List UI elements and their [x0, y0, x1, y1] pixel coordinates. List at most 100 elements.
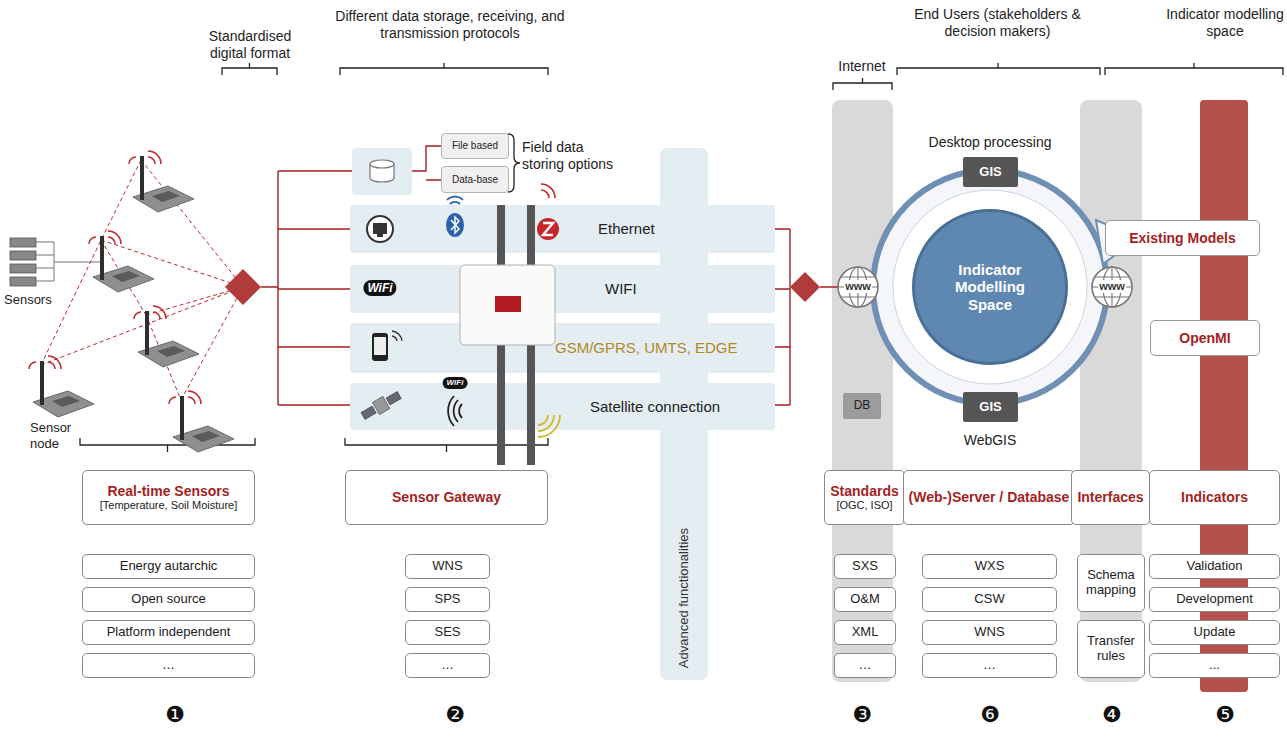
- feature-box: Platform independent: [82, 620, 255, 645]
- column-header: Interfaces: [1071, 470, 1150, 525]
- feature-box: SES: [405, 620, 490, 645]
- wifi-logo: WiFi: [363, 280, 396, 296]
- interfaces-column: [1080, 100, 1142, 682]
- protocol-band: [350, 383, 775, 430]
- storage-option: File based: [441, 133, 509, 159]
- node-text: Data-base: [452, 174, 498, 186]
- node-text: …: [441, 658, 454, 673]
- node-text: O&M: [850, 592, 880, 607]
- column-header: Standards[OGC, ISO]: [824, 470, 905, 525]
- storage-panel: [352, 148, 412, 195]
- node-text: WXS: [975, 559, 1005, 574]
- node-text: Open source: [131, 592, 205, 607]
- zigbee-icon: [537, 184, 559, 240]
- ethernet-icon: [367, 216, 393, 242]
- junction-diamond: [790, 272, 820, 302]
- node-text: Advanced functionalities: [677, 528, 692, 668]
- modelling-ring: [870, 167, 1110, 407]
- header-label: End Users (stakeholders & decision maker…: [895, 6, 1100, 40]
- sensor-node: [29, 356, 94, 417]
- bluetooth-icon: [446, 197, 464, 237]
- globe-icon: [1092, 267, 1132, 307]
- feature-box: SXS: [834, 554, 896, 579]
- node-text: Sensor Gateway: [392, 489, 501, 505]
- feature-box: Open source: [82, 587, 255, 612]
- junction-diamond: [225, 269, 261, 305]
- protocol-band: Satellite connection: [350, 383, 775, 430]
- feature-box: Development: [1149, 587, 1280, 612]
- header-label: Different data storage, receiving, and t…: [295, 8, 605, 42]
- node-text: File based: [452, 140, 498, 152]
- callout-number: ❺: [1215, 702, 1235, 728]
- protocol-band: [350, 205, 775, 253]
- node-text: Standards: [830, 483, 898, 499]
- node-text: Development: [1176, 592, 1253, 607]
- feature-box: …: [82, 653, 255, 678]
- callout-number: ❹: [1102, 702, 1122, 728]
- feature-box: Energy autarchic: [82, 554, 255, 579]
- node-text: SXS: [852, 559, 878, 574]
- node-text: [Temperature, Soil Moisture]: [100, 499, 238, 512]
- satellite-icon: [359, 389, 402, 422]
- bracket: [833, 78, 892, 90]
- feature-box: ...: [1149, 653, 1280, 678]
- sensor-node: [89, 231, 154, 292]
- modelling-ring: [893, 190, 1087, 384]
- feature-box: O&M: [834, 587, 896, 612]
- globe-text: www: [844, 280, 872, 293]
- callout-number: ❶: [165, 702, 185, 728]
- header-label: Standardised digital format: [190, 28, 310, 62]
- node-text: …: [162, 658, 175, 673]
- column-header: Sensor Gateway: [345, 470, 548, 525]
- node-text: Real-time Sensors: [107, 483, 229, 499]
- feature-box: …: [922, 653, 1057, 678]
- node-text: GIS: [979, 400, 1001, 415]
- node-text: Schema mapping: [1081, 568, 1141, 598]
- gis-box: GIS: [963, 157, 1018, 187]
- node-text: GIS: [979, 165, 1001, 180]
- modelling-circle: Indicator Modelling Space: [912, 209, 1068, 365]
- transmission-wire: [775, 229, 838, 405]
- node-text: [OGC, ISO]: [836, 499, 892, 512]
- phone-icon: [372, 331, 402, 361]
- callout-number: ❻: [980, 702, 1000, 728]
- gateway-led: [495, 296, 521, 312]
- functionality-band: Advanced functionalities: [660, 148, 708, 680]
- sensor-label: Sensors: [4, 292, 64, 308]
- column-header: Real-time Sensors[Temperature, Soil Mois…: [82, 470, 255, 525]
- ring-label: WebGIS: [940, 432, 1040, 449]
- globe-icon: [838, 267, 878, 307]
- node-text: WIFI: [605, 280, 637, 297]
- model-box: OpenMI: [1150, 320, 1260, 356]
- callout-number: ❸: [852, 702, 872, 728]
- feature-box: Schema mapping: [1077, 554, 1145, 612]
- column-header: (Web-)Server / Database: [903, 470, 1075, 525]
- gis-box: GIS: [963, 392, 1018, 422]
- column-header: Indicators: [1149, 470, 1280, 525]
- protocol-band: [350, 323, 775, 373]
- node-text: SES: [434, 625, 460, 640]
- sensor-node: [129, 151, 194, 212]
- gateway-device: [460, 265, 555, 345]
- node-text: DB: [854, 399, 871, 413]
- feature-box: XML: [834, 620, 896, 645]
- header-label: Internet: [822, 58, 902, 75]
- protocol-band: Ethernet: [350, 205, 775, 253]
- bracket: [897, 63, 1100, 75]
- ring-label: Desktop processing: [915, 134, 1065, 151]
- bracket: [345, 438, 548, 452]
- feature-box: …: [405, 653, 490, 678]
- node-text: Energy autarchic: [120, 559, 218, 574]
- sensor-stack: [10, 238, 36, 286]
- protocol-band: WIFI: [350, 265, 775, 313]
- node-text: Interfaces: [1077, 489, 1143, 505]
- node-text: XML: [852, 625, 879, 640]
- node-text: Indicator Modelling Space: [933, 261, 1047, 313]
- feature-box: Validation: [1149, 554, 1280, 579]
- header-label: Indicator modelling space: [1165, 6, 1285, 40]
- storage-option: Data-base: [441, 166, 509, 193]
- sensor-node: [134, 306, 199, 367]
- node-text: Update: [1194, 625, 1236, 640]
- database-cylinder: [370, 160, 394, 182]
